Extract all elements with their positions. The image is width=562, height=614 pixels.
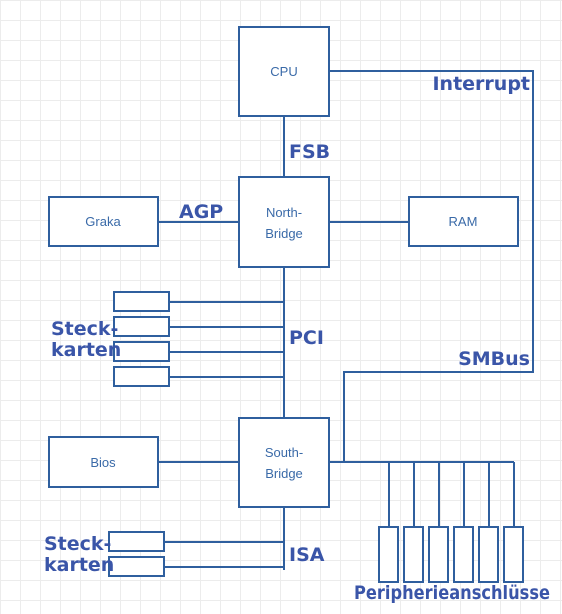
ram-box: RAM (408, 196, 519, 247)
peripheral-port (378, 526, 399, 583)
cpu-box: CPU (238, 26, 330, 117)
bus-lines (158, 70, 534, 570)
bios-label: Bios (90, 455, 116, 470)
bios-box: Bios (48, 436, 159, 488)
peripherie-label: Peripherieanschlüsse (354, 582, 550, 604)
peripheral-port (503, 526, 524, 583)
isa-label: ISA (289, 544, 325, 566)
southbridge-label-line1: South- (265, 445, 303, 460)
isa-slots (108, 531, 165, 577)
southbridge-box: South- Bridge (238, 417, 330, 508)
smbus-label: SMBus (458, 348, 530, 370)
steckkarten-isa-label-line2: karten (44, 554, 114, 576)
pci-slot (113, 366, 170, 387)
interrupt-line (329, 70, 534, 462)
interrupt-label: Interrupt (432, 73, 530, 95)
steckkarten-pci-label-line2: karten (51, 339, 121, 361)
northbridge-box: North- Bridge (238, 176, 330, 268)
graka-box: Graka (48, 196, 159, 247)
pci-slot (113, 316, 170, 337)
northbridge-label-line1: North- (266, 205, 302, 220)
peripheral-port (403, 526, 424, 583)
pci-label: PCI (289, 327, 324, 349)
pci-slot (113, 291, 170, 312)
peripheral-port (478, 526, 499, 583)
isa-slot (108, 556, 165, 577)
isa-slot (108, 531, 165, 552)
peripheral-ports (378, 526, 524, 583)
pci-slots (113, 291, 170, 387)
peripheral-port (453, 526, 474, 583)
steckkarten-pci-label-line1: Steck- (51, 318, 118, 340)
pci-slot (113, 341, 170, 362)
agp-label: AGP (179, 201, 223, 223)
fsb-label: FSB (289, 141, 330, 163)
southbridge-label-line2: Bridge (265, 466, 303, 481)
cpu-label: CPU (270, 64, 297, 79)
ram-label: RAM (449, 214, 478, 229)
graka-label: Graka (85, 214, 121, 229)
steckkarten-isa-label-line1: Steck- (44, 533, 111, 555)
northbridge-label-line2: Bridge (265, 226, 303, 241)
peripheral-port (428, 526, 449, 583)
